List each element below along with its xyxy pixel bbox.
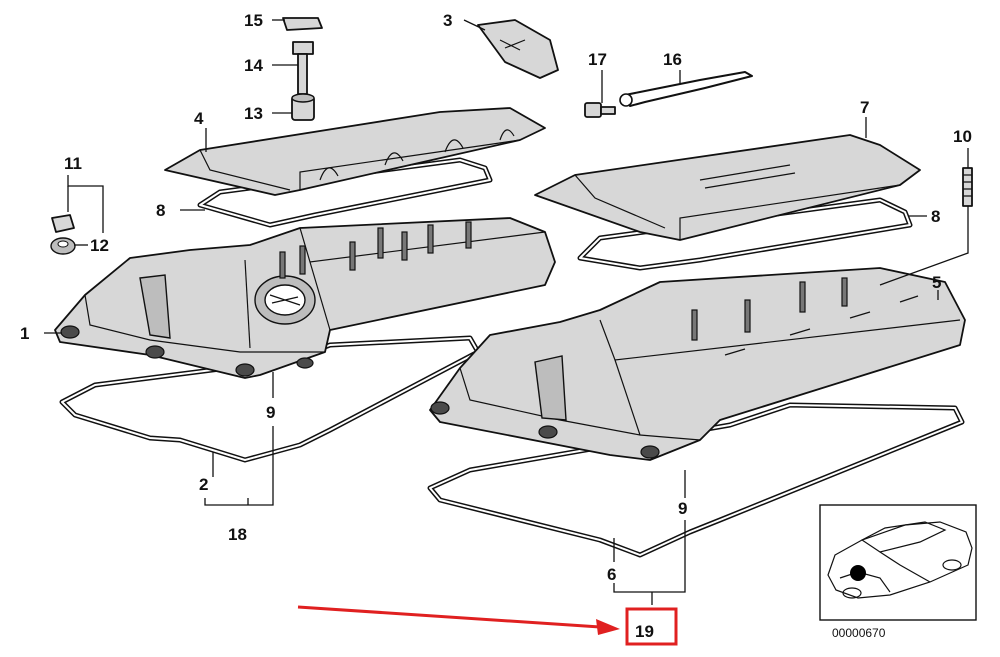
callout-14: 14 — [244, 56, 263, 75]
callout-12: 12 — [90, 236, 109, 255]
nut-washer-assembly — [50, 214, 76, 255]
plug-cap — [477, 19, 559, 79]
bolt — [292, 41, 314, 95]
callout-19: 19 — [635, 622, 654, 641]
ground-strap — [619, 71, 753, 107]
callout-13: 13 — [244, 104, 263, 123]
diagram-code: 00000670 — [832, 626, 886, 640]
callout-17: 17 — [588, 50, 607, 69]
callout-16: 16 — [663, 50, 682, 69]
location-marker — [850, 565, 866, 581]
callout-8-right: 8 — [931, 207, 940, 226]
callout-10: 10 — [953, 127, 972, 146]
callout-labels: 1 2 3 4 5 6 7 8 8 9 9 10 11 12 13 14 15 … — [20, 11, 972, 641]
callout-5: 5 — [932, 273, 941, 292]
stud — [962, 167, 973, 207]
callout-3: 3 — [443, 11, 452, 30]
screw — [584, 102, 616, 118]
callout-4: 4 — [194, 109, 204, 128]
callout-9-right: 9 — [678, 499, 687, 518]
valve-cover-right — [429, 267, 966, 461]
highlight-arrow — [297, 605, 601, 629]
highlight-arrow-head — [596, 619, 620, 635]
callout-1: 1 — [20, 324, 29, 343]
cover-trim-left — [164, 107, 546, 196]
callout-8-left: 8 — [156, 201, 165, 220]
vehicle-location-inset: 00000670 — [819, 504, 977, 640]
inset-frame — [819, 504, 977, 621]
callout-9-left: 9 — [266, 403, 275, 422]
highlight-box — [625, 607, 678, 646]
clip — [282, 17, 323, 31]
callout-6: 6 — [607, 565, 616, 584]
callout-2: 2 — [199, 475, 208, 494]
callout-11: 11 — [64, 154, 82, 173]
car-outline — [827, 521, 973, 599]
cover-trim-right — [534, 134, 921, 241]
callout-18: 18 — [228, 525, 247, 544]
callout-7: 7 — [860, 98, 869, 117]
valve-cover-left — [54, 217, 556, 379]
bushing — [291, 93, 315, 121]
callout-15: 15 — [244, 11, 263, 30]
highlight-annotation — [297, 605, 678, 646]
leader-lines — [44, 19, 969, 605]
